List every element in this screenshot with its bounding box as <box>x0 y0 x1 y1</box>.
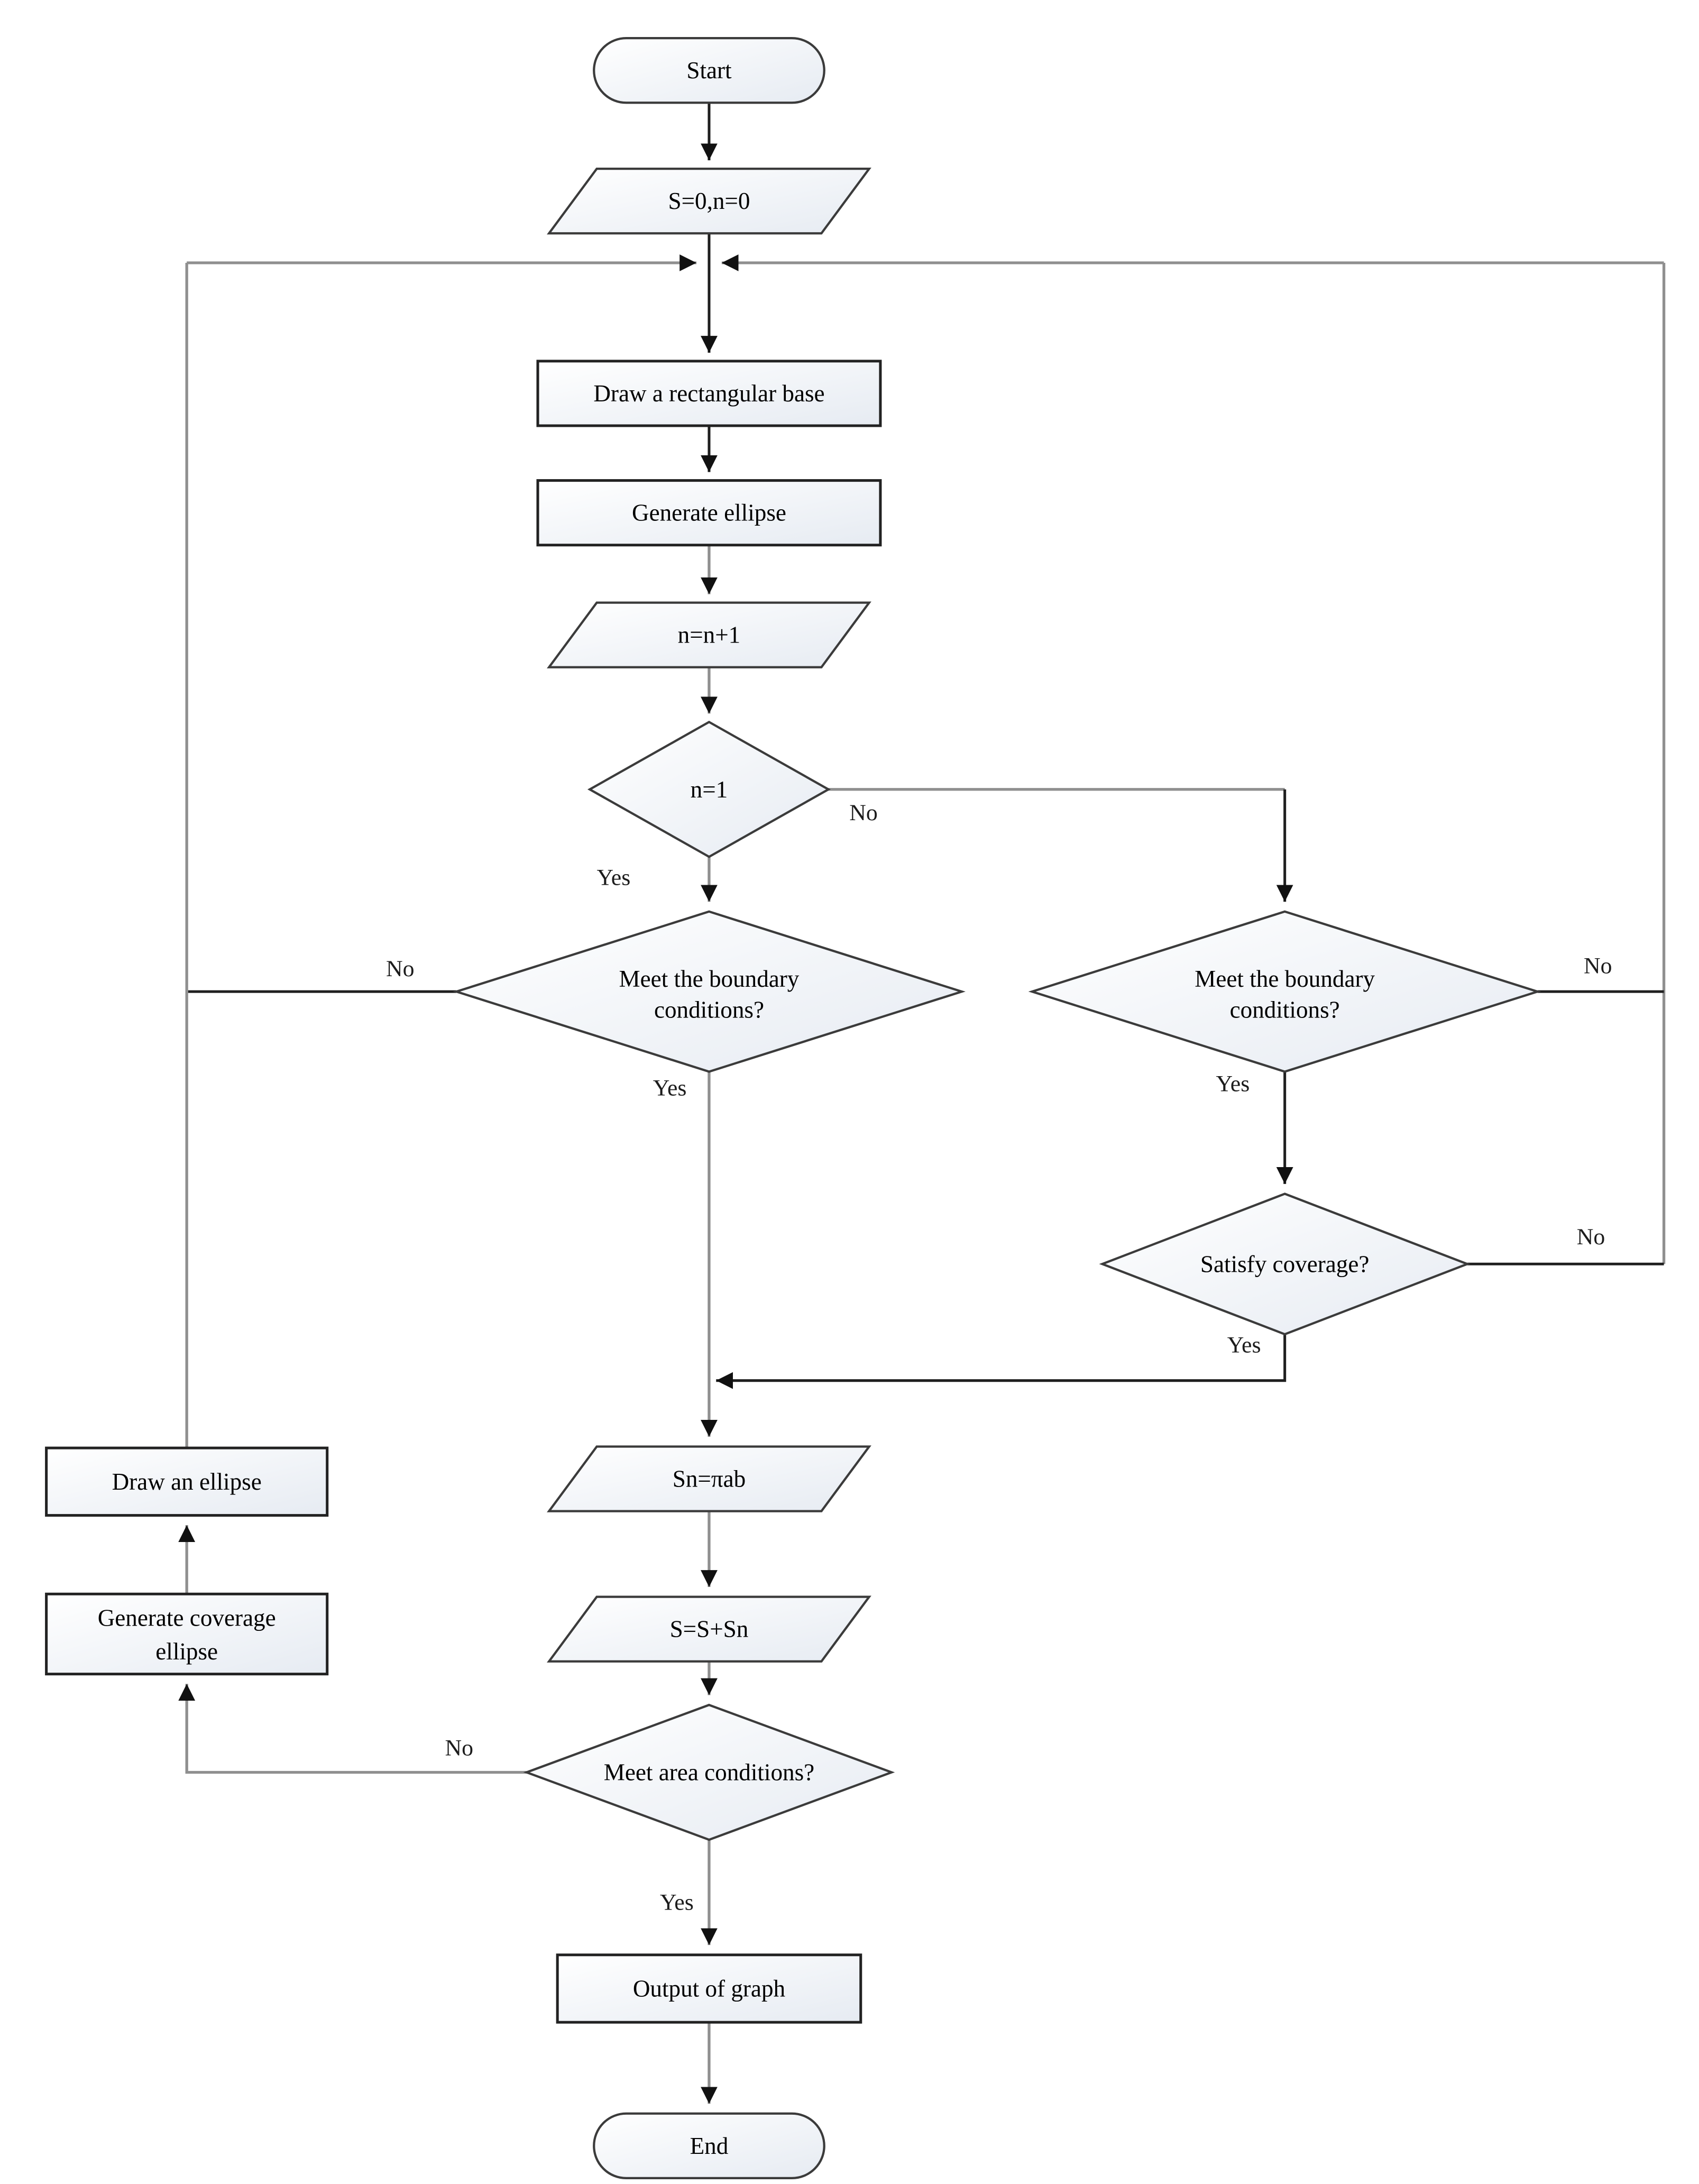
node-generate-coverage: Generate coverage ellipse <box>45 1592 329 1676</box>
satisfy-coverage-label: Satisfy coverage? <box>1200 1251 1370 1277</box>
area-yes-label: Yes <box>660 1890 694 1915</box>
edge-labels: No Yes No Yes No Yes No Yes No Yes <box>386 800 1612 1915</box>
boundary-right-label-line2: conditions? <box>1230 997 1340 1023</box>
boundary-left-label-line1: Meet the boundary <box>619 966 800 992</box>
boundary-right-no-label: No <box>1584 953 1612 979</box>
satisfy-coverage-decision-shape <box>1099 1192 1471 1336</box>
nodes: Start S=0,n=0 Draw a rectangular base Ge… <box>45 37 1541 2180</box>
node-increment-n: n=n+1 <box>547 601 871 668</box>
node-end: End <box>593 2112 825 2180</box>
output-label: Output of graph <box>633 1975 785 2002</box>
node-boundary-left: Meet the boundary conditions? <box>452 910 966 1073</box>
generate-ellipse-process-shape <box>536 479 882 547</box>
node-sn-area: Sn=πab <box>547 1445 871 1512</box>
start-label: Start <box>686 57 732 84</box>
sn-area-label: Sn=πab <box>673 1466 746 1492</box>
generate-coverage-label-line1: Generate coverage <box>98 1604 276 1631</box>
n1-decision-shape <box>587 720 831 858</box>
satisfy-yes-label: Yes <box>1227 1333 1261 1358</box>
output-process-shape <box>556 1953 862 2024</box>
accumulate-io-shape <box>547 1595 871 1663</box>
n1-yes-label: Yes <box>597 865 631 890</box>
node-satisfy-coverage: Satisfy coverage? <box>1099 1192 1471 1336</box>
boundary-right-label-line1: Meet the boundary <box>1195 966 1375 992</box>
node-n-equals-1: n=1 <box>587 720 831 858</box>
draw-ellipse-label: Draw an ellipse <box>112 1469 262 1495</box>
generate-coverage-label-line2: ellipse <box>155 1638 218 1665</box>
draw-base-process-shape <box>536 360 882 427</box>
boundary-right-decision-shape <box>1028 910 1541 1073</box>
boundary-left-decision-shape <box>452 910 966 1073</box>
node-area-condition: Meet area conditions? <box>523 1703 895 1841</box>
satisfy-no-label: No <box>1577 1224 1605 1250</box>
init-io-shape <box>547 167 871 235</box>
node-start: Start <box>593 37 825 104</box>
draw-base-label: Draw a rectangular base <box>593 380 824 407</box>
start-terminator-shape <box>593 37 825 104</box>
area-condition-label: Meet area conditions? <box>604 1759 814 1786</box>
node-init: S=0,n=0 <box>547 167 871 235</box>
node-accumulate: S=S+Sn <box>547 1595 871 1663</box>
boundary-left-yes-label: Yes <box>653 1076 687 1101</box>
boundary-left-no-label: No <box>386 956 415 981</box>
end-label: End <box>690 2133 729 2159</box>
area-condition-decision-shape <box>523 1703 895 1841</box>
increment-io-shape <box>547 601 871 668</box>
generate-coverage-process-shape <box>45 1592 329 1676</box>
boundary-right-yes-label: Yes <box>1216 1071 1250 1097</box>
sn-area-io-shape <box>547 1445 871 1512</box>
area-no-label: No <box>445 1736 474 1761</box>
accumulate-label: S=S+Sn <box>670 1616 749 1642</box>
edge-satisfy-yes <box>716 1334 1287 1389</box>
node-boundary-right: Meet the boundary conditions? <box>1028 910 1541 1073</box>
n1-no-label: No <box>849 800 878 825</box>
node-draw-ellipse: Draw an ellipse <box>45 1446 329 1517</box>
increment-label: n=n+1 <box>678 622 741 648</box>
edges <box>178 103 1666 2104</box>
n1-label: n=1 <box>691 776 728 803</box>
draw-ellipse-process-shape <box>45 1446 329 1517</box>
node-draw-base: Draw a rectangular base <box>536 360 882 427</box>
end-terminator-shape <box>593 2112 825 2180</box>
edge-area-no <box>178 1684 527 1774</box>
boundary-left-label-line2: conditions? <box>654 997 764 1023</box>
node-output: Output of graph <box>556 1953 862 2024</box>
generate-ellipse-label: Generate ellipse <box>632 500 786 526</box>
init-label: S=0,n=0 <box>668 188 750 214</box>
node-generate-ellipse: Generate ellipse <box>536 479 882 547</box>
